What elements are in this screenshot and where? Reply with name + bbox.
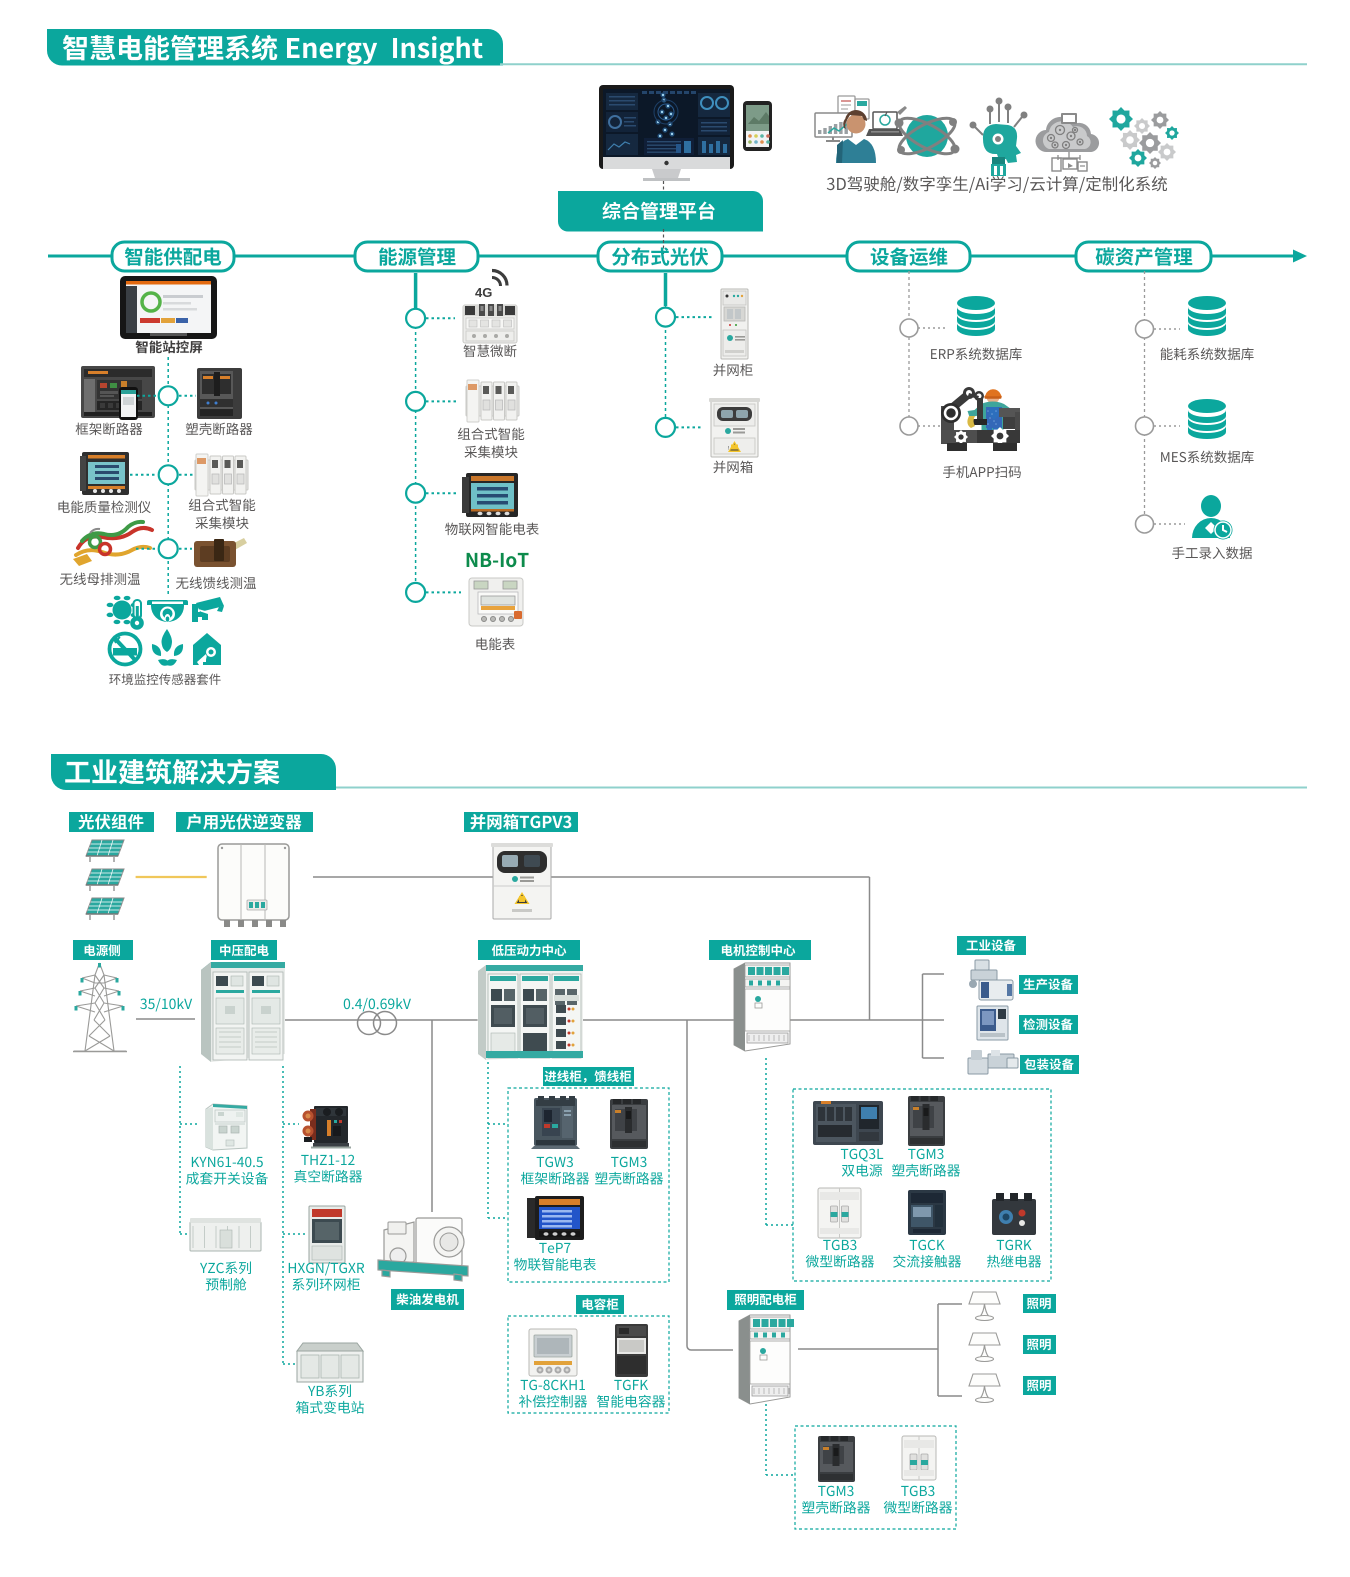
svg-text:!: ! xyxy=(728,446,729,452)
svg-text:4G: 4G xyxy=(475,285,492,300)
